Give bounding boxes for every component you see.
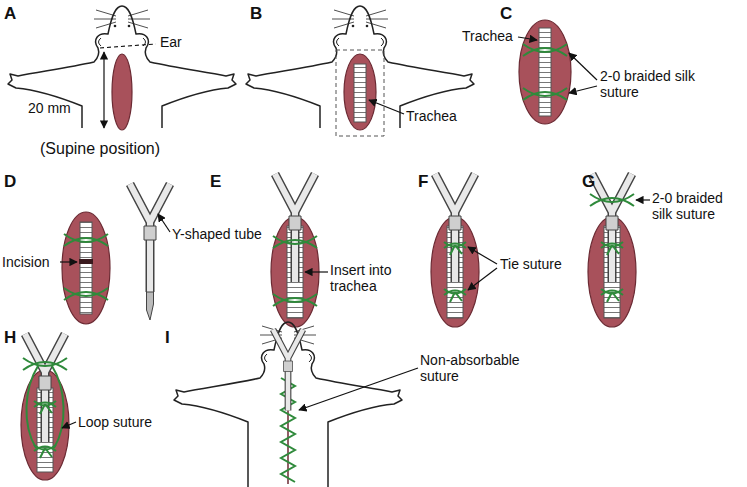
- leader-line: [305, 271, 328, 272]
- leader-line: [62, 422, 76, 428]
- suture: [523, 88, 567, 100]
- tied-suture: [601, 242, 623, 255]
- mouse-outline: [246, 6, 474, 128]
- leader-line: [518, 37, 537, 40]
- skin-incision: [62, 212, 110, 324]
- leader-line: [569, 86, 597, 93]
- skin-incision: [519, 20, 571, 124]
- callout-label: 2-0 braided silk suture: [600, 68, 695, 100]
- callout-label: Non-absorbable suture: [420, 352, 532, 384]
- leader-line: [60, 261, 77, 262]
- callout-label: (Supine position): [40, 140, 160, 158]
- callout-label: Trachea: [406, 108, 457, 124]
- callout-label: Insert into trachea: [330, 262, 410, 294]
- y-tube: [435, 174, 475, 282]
- leader-line: [299, 368, 418, 410]
- leader-line: [636, 199, 650, 200]
- suture: [590, 194, 634, 206]
- panel-letter: D: [4, 172, 16, 192]
- suture: [273, 236, 317, 248]
- callout-label: 2-0 braided silk suture: [652, 190, 742, 222]
- tied-suture: [601, 289, 623, 302]
- panel-letter: A: [4, 4, 16, 24]
- skin-incision: [344, 54, 376, 130]
- panel-letter: F: [418, 172, 428, 192]
- loop-suture: [26, 366, 63, 448]
- callout-label: Tie suture: [500, 256, 562, 272]
- leader-line: [569, 53, 597, 80]
- panel-letter: I: [165, 328, 170, 348]
- suture: [64, 234, 108, 246]
- y-tube: [273, 330, 303, 411]
- trachea: [354, 64, 366, 122]
- callout-label: Ear: [160, 34, 182, 50]
- panel-letter: H: [4, 328, 16, 348]
- tied-suture: [444, 242, 466, 255]
- tied-suture: [34, 401, 56, 414]
- tracheal-incision: [79, 259, 93, 264]
- zoom-box: [336, 50, 384, 136]
- tied-suture: [34, 445, 56, 458]
- ear-line: [100, 44, 156, 48]
- mouse-outline: [174, 322, 402, 487]
- callout-label: Trachea: [462, 28, 513, 44]
- leader-line: [158, 214, 170, 232]
- callout-label: Incision: [2, 254, 49, 270]
- tube-tip: [147, 292, 154, 320]
- callout-label: 20 mm: [28, 100, 71, 116]
- tied-suture: [444, 289, 466, 302]
- leader-line: [468, 247, 497, 264]
- trachea: [539, 28, 551, 116]
- y-tube: [592, 174, 632, 282]
- skin-incision: [112, 54, 132, 130]
- panel-letter: B: [250, 4, 262, 24]
- callout-label: Y-shaped tube: [172, 226, 262, 242]
- panel-letter: G: [582, 172, 595, 192]
- dimension-line: [103, 52, 104, 128]
- leader-line: [468, 268, 497, 290]
- suture: [64, 288, 108, 300]
- panel-letter: C: [500, 4, 512, 24]
- callout-label: Loop suture: [78, 414, 152, 430]
- panel-letter: E: [210, 172, 221, 192]
- suture: [23, 358, 67, 370]
- suture: [523, 44, 567, 56]
- y-tube: [130, 184, 170, 292]
- y-tube: [275, 174, 315, 282]
- leader-line: [369, 100, 404, 114]
- suture: [273, 294, 317, 306]
- y-tube: [25, 334, 65, 442]
- trachea: [80, 222, 92, 314]
